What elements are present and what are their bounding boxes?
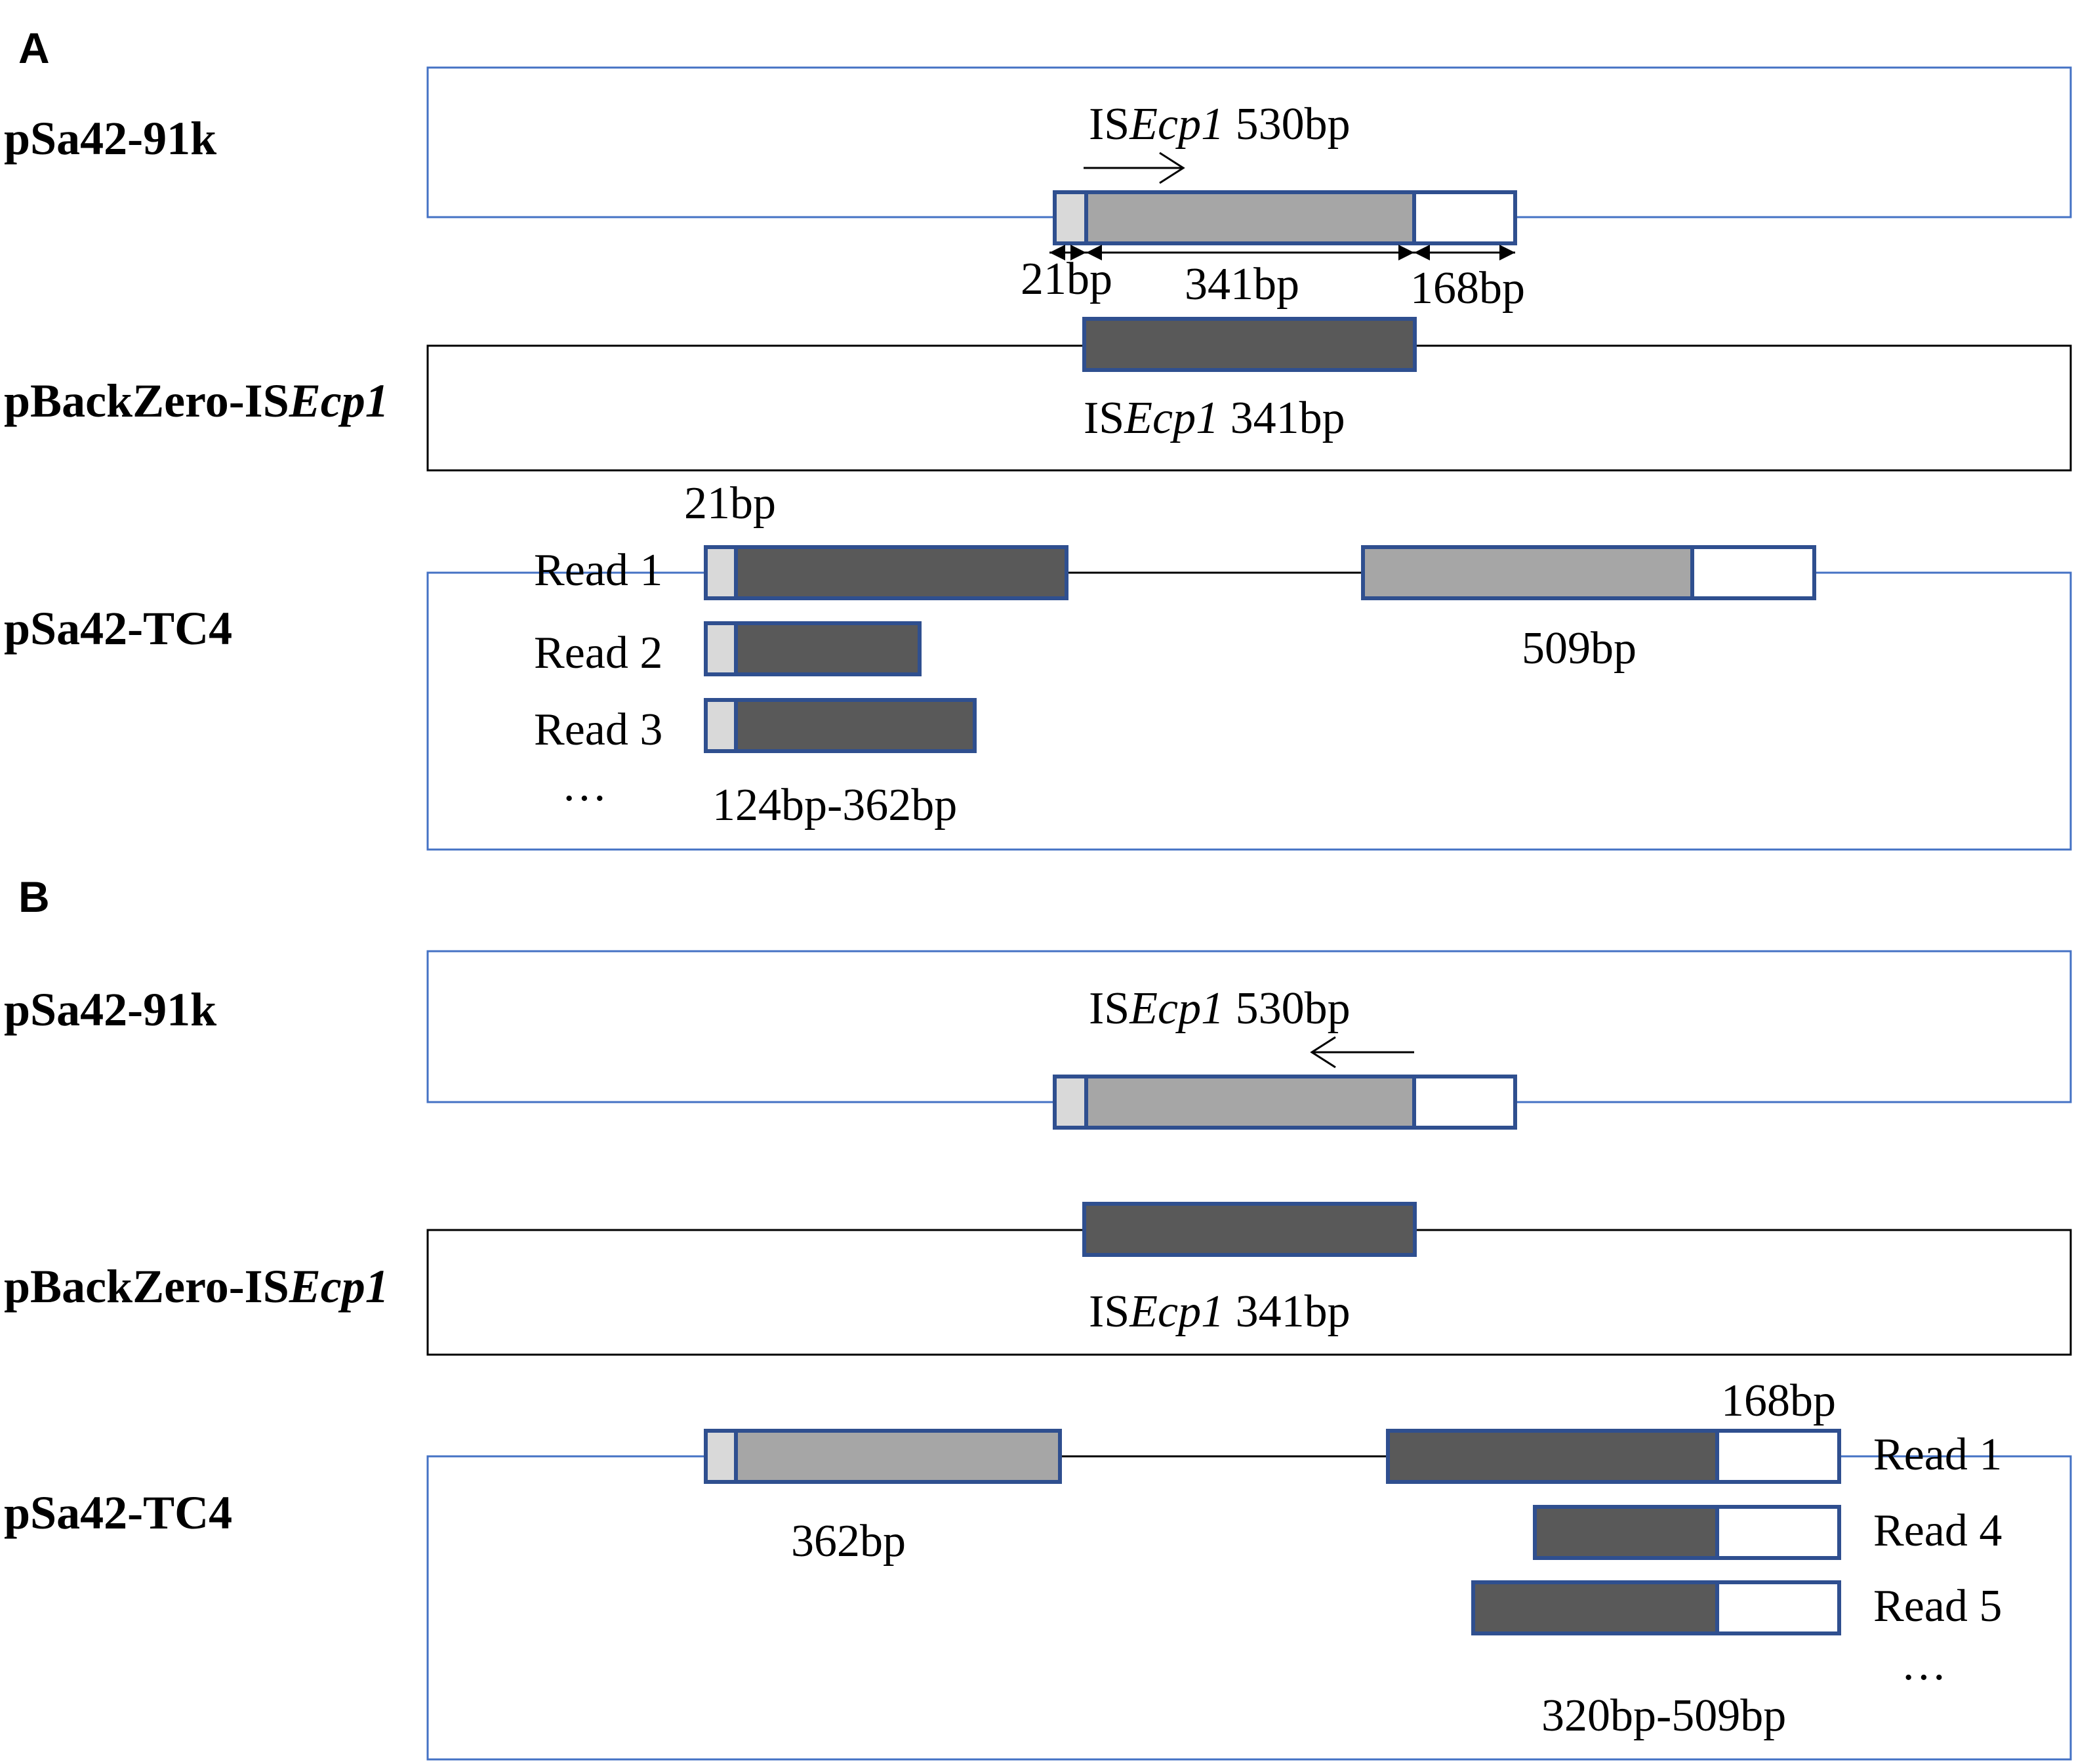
panel-a-21bp-note: 21bp	[684, 478, 776, 529]
panel-b-read-5-label: Read 5	[1873, 1581, 2002, 1631]
panel-a-read-2-bar	[704, 621, 922, 676]
panel-b-362bp-label: 362bp	[791, 1516, 906, 1567]
panel-b-pbackzero-label: pBackZero-ISEcp1	[4, 1260, 389, 1313]
panel-a-dim-341bp: 341bp	[1185, 259, 1299, 310]
panel-a-letter: A	[18, 24, 50, 72]
panel-a-pSa42-tc4-label: pSa42-TC4	[4, 602, 232, 655]
panel-a-509bp-label: 509bp	[1522, 623, 1637, 674]
panel-b-isecp1-341-element	[1082, 1202, 1417, 1257]
panel-a-read-1-bar	[704, 545, 1068, 600]
panel-b-letter: B	[18, 872, 50, 921]
panel-a-isecp1-530-element	[1053, 190, 1517, 245]
panel-b-read-4-bar	[1533, 1505, 1841, 1560]
panel-a-read-3-bar	[704, 698, 977, 753]
panel-b-168bp-note: 168bp	[1721, 1376, 1836, 1426]
panel-a-dim-21bp: 21bp	[1021, 254, 1112, 304]
segment-21bp	[1053, 190, 1088, 245]
panel-a-forward-arrow	[1084, 152, 1185, 184]
panel-b-isecp1-341-label: ISEcp1 341bp	[1089, 1286, 1351, 1337]
panel-a-read-range: 124bp-362bp	[712, 780, 957, 831]
panel-b-read-4-label: Read 4	[1873, 1506, 2002, 1556]
panel-b-isecp1-530-label: ISEcp1 530bp	[1089, 983, 1351, 1034]
panel-a-dim-168bp: 168bp	[1410, 263, 1525, 314]
segment-341bp	[1084, 190, 1416, 245]
panel-a-read-1-label: Read 1	[534, 545, 662, 596]
panel-a-pSa42-91k-label: pSa42-91k	[4, 112, 216, 165]
panel-b-read-1-bar	[1386, 1429, 1841, 1484]
panel-a-pSa42-tc4-frame	[426, 571, 2072, 851]
panel-b-ellipsis: ···	[1901, 1652, 1947, 1703]
panel-b-read-1-label: Read 1	[1873, 1429, 2002, 1480]
panel-b-pSa42-91k-label: pSa42-91k	[4, 983, 216, 1036]
panel-a-read-3-label: Read 3	[534, 705, 662, 755]
segment-168bp	[1412, 190, 1517, 245]
panel-a-isecp1-341-label: ISEcp1 341bp	[1084, 393, 1345, 443]
panel-b-reverse-arrow	[1310, 1036, 1414, 1069]
panel-a-isecp1-530-label: ISEcp1 530bp	[1089, 99, 1351, 150]
panel-a-pbackzero-label: pBackZero-ISEcp1	[4, 375, 389, 427]
panel-b-pSa42-tc4-label: pSa42-TC4	[4, 1487, 232, 1539]
panel-b-isecp1-530-element	[1053, 1075, 1517, 1130]
panel-a-read-2-label: Read 2	[534, 628, 662, 678]
panel-b-362bp-element	[704, 1429, 1062, 1484]
panel-a-509bp-element	[1361, 545, 1816, 600]
panel-b-read-range: 320bp-509bp	[1541, 1691, 1786, 1741]
panel-b-read-5-bar	[1471, 1580, 1841, 1635]
panel-a-isecp1-341-element	[1082, 317, 1417, 372]
panel-a-ellipsis: ···	[561, 773, 607, 824]
